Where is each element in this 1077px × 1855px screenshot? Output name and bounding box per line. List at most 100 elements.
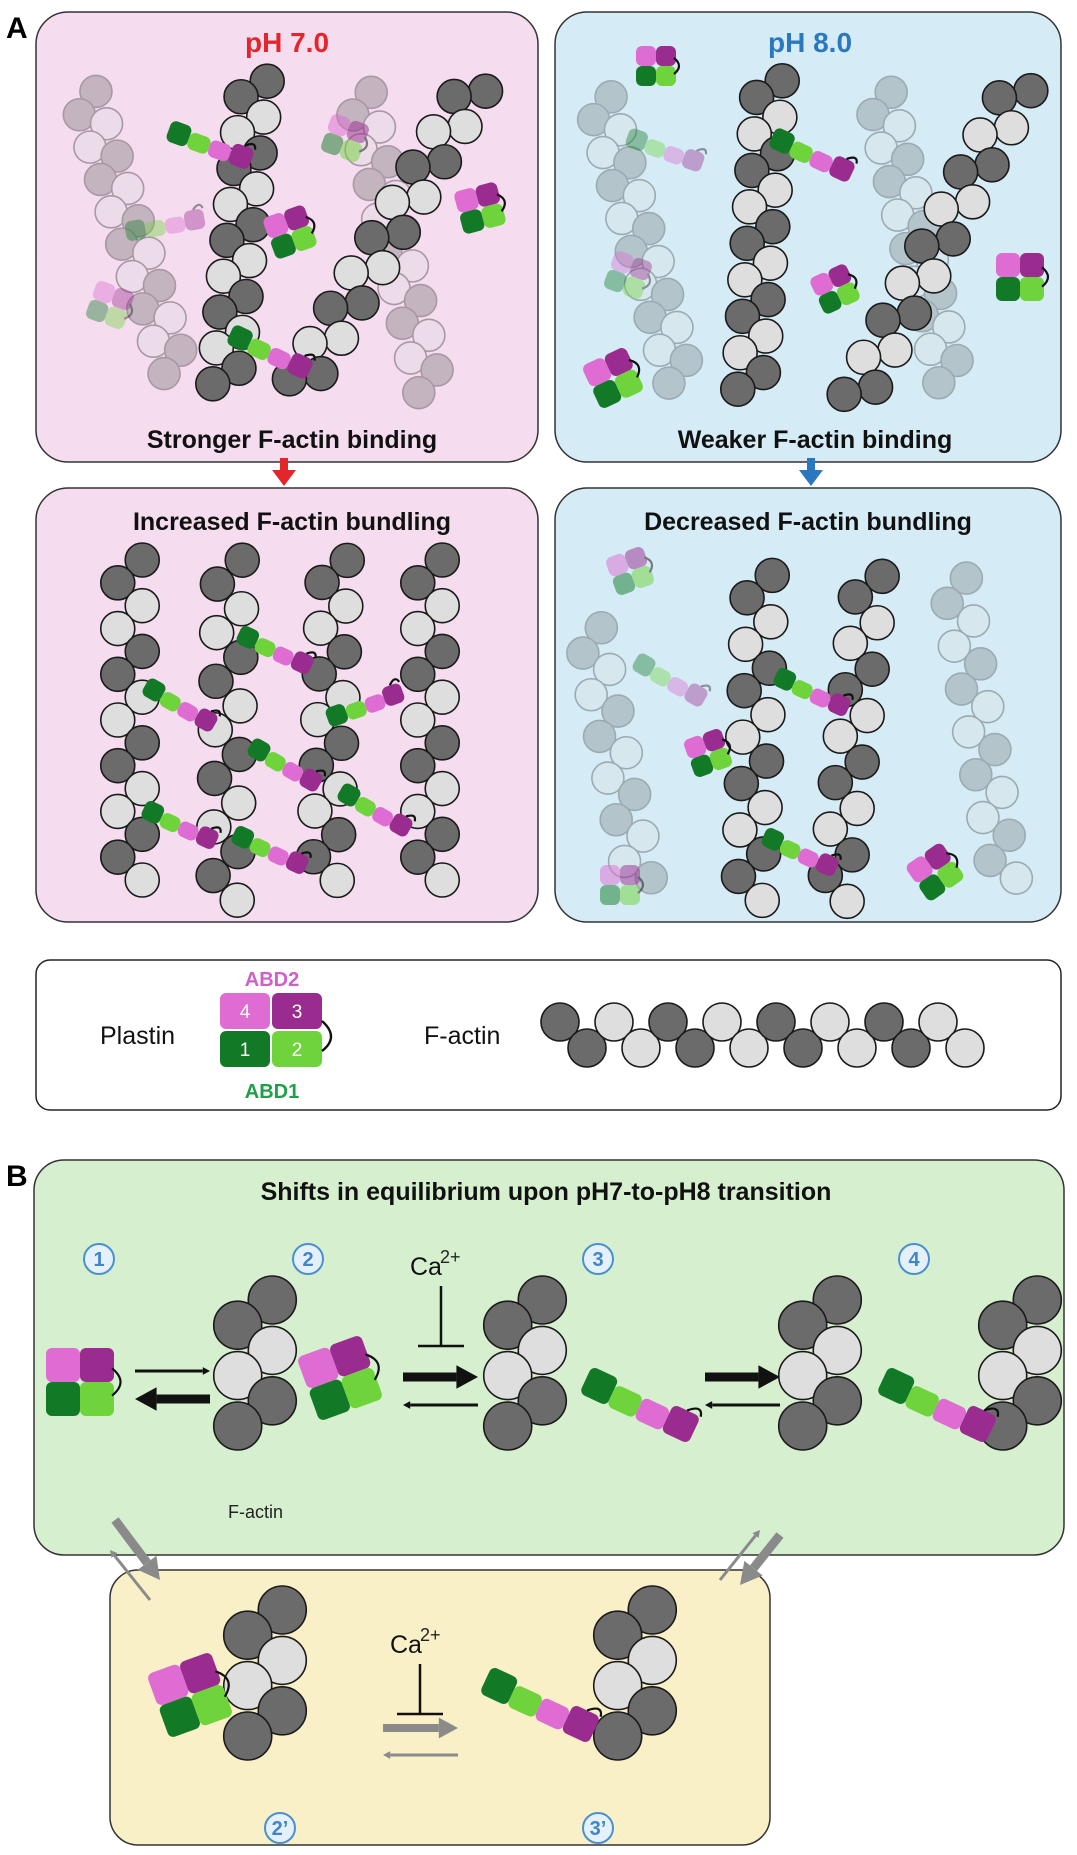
actin-subunit (747, 318, 784, 354)
actin-subunit (319, 862, 356, 899)
actin-subunit (126, 292, 160, 326)
faded-filament (566, 610, 669, 895)
domain-number: 1 (240, 1040, 251, 1061)
actin-subunit (977, 1300, 1028, 1350)
actin-subunit (896, 295, 933, 331)
actin-subunit (727, 626, 764, 663)
plastin-faded (606, 547, 654, 595)
plastin-bound (166, 121, 257, 169)
plastin-faded (632, 653, 712, 707)
filament (826, 72, 1049, 413)
actin-subunit (812, 1325, 863, 1376)
actin-subunit (884, 265, 921, 301)
actin-subunit (574, 677, 609, 712)
actin-subunit (592, 652, 627, 687)
ph7-bundling-caption: Increased F-actin bundling (133, 508, 451, 536)
actin-subunit (880, 198, 915, 232)
actin-subunit (333, 255, 369, 291)
actin-subunit (584, 610, 619, 645)
actin-subunit (617, 777, 652, 812)
actin-subunit (124, 587, 161, 624)
plastin-faded (86, 281, 134, 329)
domain-number: 4 (240, 1002, 251, 1023)
actin-subunit (247, 1275, 298, 1325)
actin-subunit (320, 816, 357, 853)
actin-subunit (822, 718, 859, 754)
actin-subunit (750, 696, 786, 733)
panel-b-title: Shifts in equilibrium upon pH7-to-pH8 tr… (261, 1178, 832, 1206)
actin-subunit (212, 186, 249, 223)
actin-subunit (731, 189, 768, 225)
actin-subunit (121, 204, 156, 238)
eq-1-2-reverse (135, 1387, 210, 1411)
eq-2-2p-up (110, 1549, 152, 1601)
plastin-bound (769, 128, 858, 182)
plastin-free (906, 843, 964, 901)
eq-3p-4-down (740, 1532, 784, 1586)
ph8-bundling-caption: Decreased F-actin bundling (644, 508, 972, 536)
actin-subunit (202, 294, 238, 330)
eq-3p-4-up (718, 1530, 761, 1581)
actin-subunit (949, 561, 984, 595)
actin-subunit (406, 179, 442, 215)
actin-subunit (1012, 1325, 1063, 1376)
actin-subunit (595, 168, 630, 203)
actin-subunit (124, 542, 161, 578)
actin-subunit (942, 154, 979, 190)
plastin-free (583, 348, 643, 408)
plastin-bound (263, 205, 317, 259)
actin-subunit (750, 281, 786, 318)
actin-subunit (399, 565, 436, 601)
actin-subunit (385, 306, 420, 341)
eq-2-2p-down (111, 1517, 160, 1581)
plastin-crosslink (761, 828, 842, 876)
actin-subunit (467, 73, 504, 109)
actin-subunit (220, 785, 257, 821)
actin-subunit (79, 74, 113, 109)
plastin-step2 (298, 1336, 382, 1420)
actin-subunit (777, 1350, 828, 1401)
filament (195, 63, 285, 402)
actin-subunit (963, 647, 998, 681)
actin-subunit (482, 1300, 533, 1350)
step-3-prime-badge: 3’ (582, 1812, 614, 1844)
actin-subunit (650, 277, 685, 312)
actin-subunit (228, 278, 264, 315)
actin-subunit (403, 283, 438, 318)
step-2-badge: 2 (292, 1243, 324, 1275)
actin-subunit (195, 857, 231, 894)
actin-subunit (599, 802, 634, 837)
ca-label-top: Ca 2+ (410, 1247, 461, 1281)
actin-subunit (856, 97, 890, 132)
filament (807, 558, 900, 920)
actin-subunit (209, 222, 245, 259)
svg-text:2+: 2+ (420, 1625, 441, 1645)
actin-subunit (660, 310, 694, 345)
actin-subunit (993, 109, 1030, 146)
actin-subunit (124, 862, 161, 898)
actin-subunit (426, 143, 463, 180)
actin-subunit (517, 1275, 568, 1325)
actin-subunit (978, 732, 1012, 767)
filament (271, 73, 504, 397)
actin-subunit (812, 1376, 863, 1426)
domain-number: 2 (292, 1040, 303, 1061)
actin-subunit (966, 800, 1000, 835)
svg-text:3: 3 (592, 1249, 603, 1271)
actin-subunit (829, 883, 865, 920)
eq-2-3-forward (403, 1365, 478, 1389)
actin-subunit (247, 1376, 298, 1426)
actin-subunit (424, 816, 461, 853)
actin-subunit (329, 542, 366, 579)
actin-subunit (729, 580, 765, 616)
actin-subunit (401, 375, 436, 410)
equilibrium-arrows (110, 1365, 784, 1759)
actin-subunit (859, 604, 895, 641)
actin-subunit (247, 1325, 298, 1376)
plastin-layer (46, 46, 1050, 1742)
step-2-prime-badge: 2’ (264, 1812, 296, 1844)
actin-subunit (747, 789, 783, 826)
actin-subunit (99, 656, 136, 693)
